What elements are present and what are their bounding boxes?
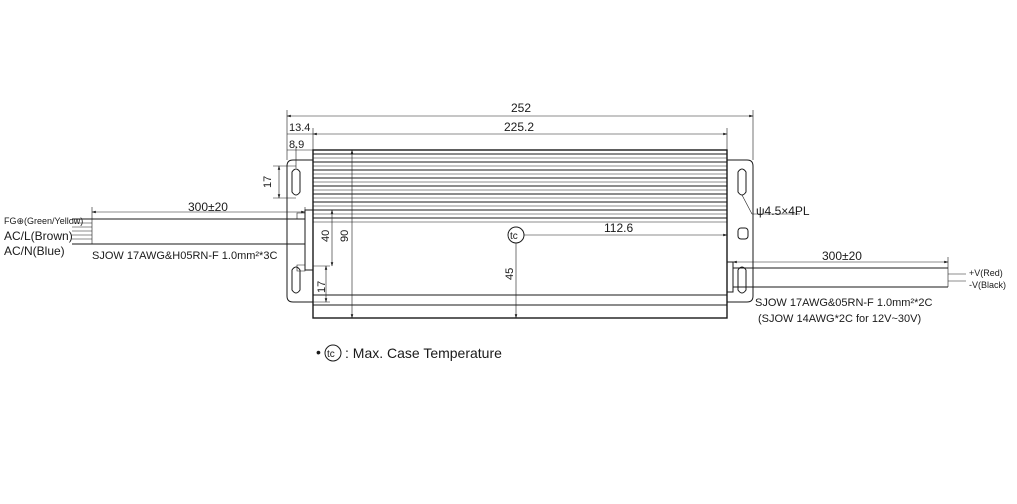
left-upper-hole [296, 212, 306, 220]
case-body [304, 149, 734, 319]
wire-acn-label: AC/N(Blue) [4, 244, 65, 258]
left-mounting-bracket [286, 159, 313, 303]
legend-bullet: • [316, 344, 321, 360]
right-cable: 300±20 +V(Red) -V(Black) SJOW 17AWG&05RN… [732, 249, 1006, 325]
top-right-mount-slot [737, 168, 747, 196]
right-side-hole [737, 227, 749, 240]
dim-mount-height: 40 [320, 230, 332, 242]
legend-tc-icon [324, 344, 342, 362]
mount-hole-callout: ψ4.5×4PL [741, 194, 810, 218]
wire-fg-label: FG⊕(Green/Yellow) [4, 216, 83, 226]
legend: • tc : Max. Case Temperature [316, 344, 502, 362]
center-dimensions: tc 112.6 45 [504, 221, 728, 319]
dim-slot-height: 17 [262, 176, 274, 188]
top-dimensions: 252 225.2 13.4 8.9 [286, 101, 754, 168]
dim-offset-a: 13.4 [289, 122, 310, 134]
heatsink-fins [313, 153, 727, 223]
dim-overall-length: 252 [511, 101, 531, 115]
wire-neg-label: -V(Black) [969, 280, 1006, 290]
right-cable-gland [726, 261, 734, 293]
legend-text: : Max. Case Temperature [345, 345, 502, 361]
mount-hole-label: ψ4.5×4PL [756, 204, 810, 218]
left-lower-hole [296, 264, 306, 272]
dim-offset-b: 8.9 [289, 139, 304, 151]
bottom-right-mount-slot [737, 266, 747, 294]
dim-bottom-slot: 17 [316, 281, 328, 293]
legend-tc-label: tc [327, 349, 335, 360]
left-cable: 300±20 FG⊕(Green/Yellow) AC/L(Brown) AC/… [4, 200, 306, 262]
bottom-left-mount-slot [291, 266, 301, 294]
tc-point-label: tc [510, 231, 518, 242]
top-left-mount-slot [291, 168, 301, 196]
left-cable-gland [304, 209, 314, 271]
left-cable-spec: SJOW 17AWG&H05RN-F 1.0mm²*3C [92, 250, 277, 262]
wire-pos-label: +V(Red) [969, 268, 1003, 278]
right-cable-spec-alt: (SJOW 14AWG*2C for 12V~30V) [758, 313, 921, 325]
wire-acl-label: AC/L(Brown) [4, 229, 73, 243]
left-cable-length: 300±20 [188, 200, 228, 214]
right-mounting-bracket [727, 159, 754, 303]
dim-body-length: 225.2 [504, 120, 534, 134]
right-cable-spec: SJOW 17AWG&05RN-F 1.0mm²*2C [755, 297, 933, 309]
dim-total-height: 90 [339, 230, 351, 242]
dim-center-x: 112.6 [604, 221, 633, 235]
right-cable-length: 300±20 [822, 249, 862, 263]
dim-center-y: 45 [504, 268, 516, 280]
left-dimensions: 17 17 40 90 [262, 149, 354, 319]
